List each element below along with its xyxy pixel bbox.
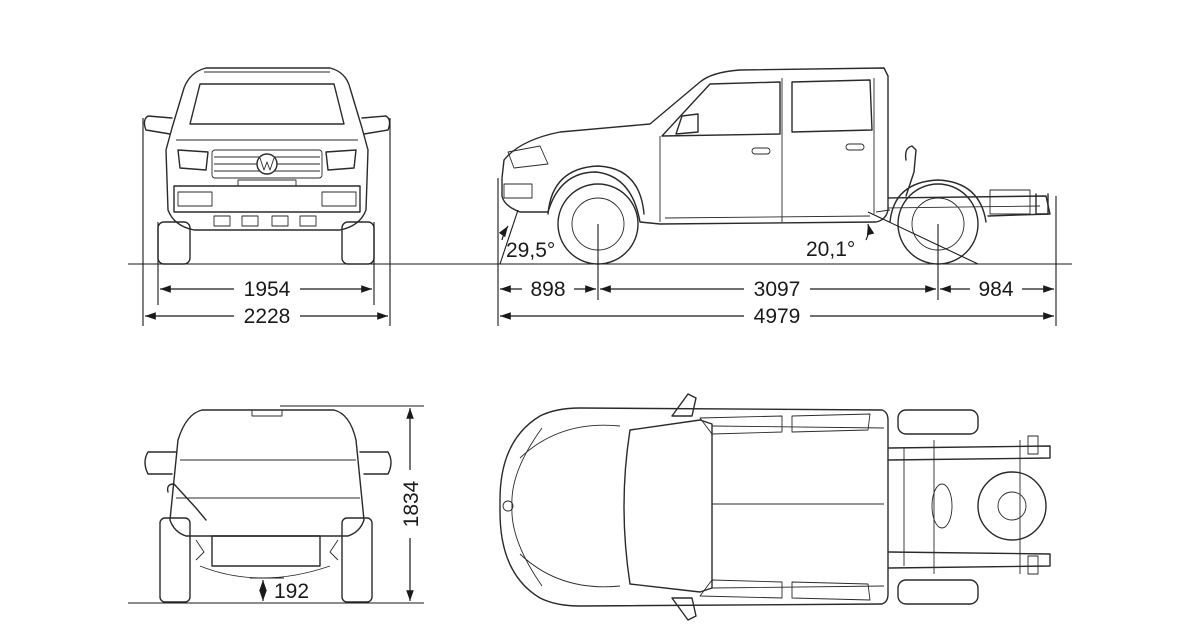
- rear-overhang-label: 984: [978, 278, 1013, 301]
- track-width-label: 1954: [244, 278, 291, 301]
- top-view: [499, 393, 1051, 621]
- ground-clearance-label: 192: [274, 580, 309, 603]
- overall-width-label: 2228: [244, 305, 291, 328]
- vw-logo-top-icon: [502, 500, 514, 512]
- approach-angle-label: 29,5°: [506, 239, 555, 262]
- vw-logo-icon: [256, 153, 278, 175]
- rear-view: [128, 405, 424, 604]
- side-view: [497, 67, 1057, 326]
- front-view: [142, 67, 391, 326]
- departure-angle-label: 20,1°: [806, 238, 855, 261]
- overall-height-label: 1834: [400, 480, 423, 527]
- wheelbase-label: 3097: [754, 278, 801, 301]
- front-overhang-label: 898: [530, 278, 565, 301]
- overall-length-label: 4979: [754, 305, 801, 328]
